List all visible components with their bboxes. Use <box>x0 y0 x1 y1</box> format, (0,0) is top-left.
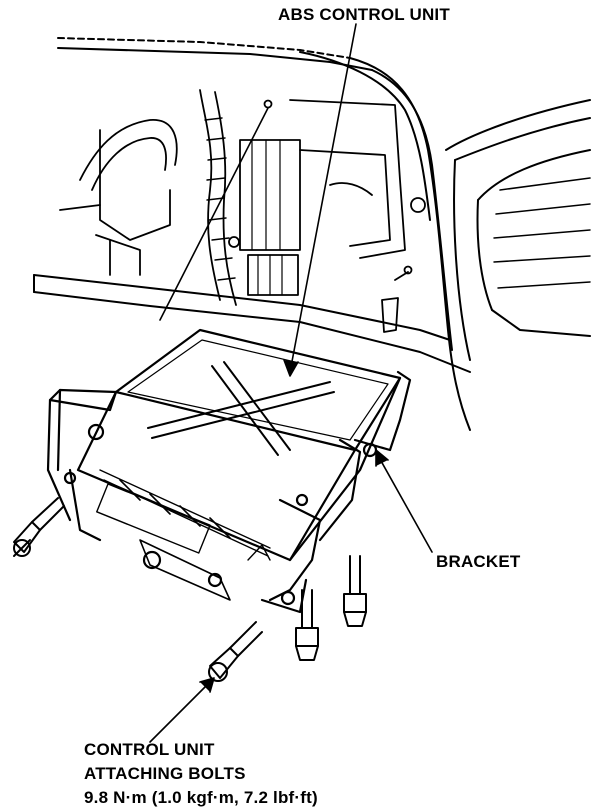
attaching-bolts <box>13 497 367 682</box>
bolt-bottom-left <box>208 621 263 682</box>
leader-bracket-arrowhead <box>375 449 389 467</box>
bolt-middle <box>295 589 319 661</box>
label-torque-spec: 9.8 N·m (1.0 kgf·m, 7.2 lbf·ft) <box>84 788 318 807</box>
bolt-right <box>343 555 367 627</box>
bolt-left <box>13 497 65 557</box>
label-bolts-line1: CONTROL UNIT <box>84 740 215 759</box>
leader-abs-arrowhead <box>283 359 299 377</box>
leader-abs-control-unit <box>289 23 357 373</box>
leader-bracket <box>375 451 433 553</box>
leader-lines <box>149 23 433 743</box>
leader-bolts-arrowhead <box>199 677 215 693</box>
abs-control-unit <box>46 328 412 614</box>
label-bracket: BRACKET <box>436 552 521 571</box>
leader-abs-secondary <box>159 107 269 321</box>
leader-bolts <box>149 679 213 743</box>
label-bolts-line2: ATTACHING BOLTS <box>84 764 246 783</box>
label-abs-control-unit: ABS CONTROL UNIT <box>278 5 450 24</box>
label-attaching-bolts: CONTROL UNIT ATTACHING BOLTS 9.8 N·m (1.… <box>84 738 318 810</box>
internal-components <box>59 89 426 333</box>
vehicle-body-outline <box>33 37 591 431</box>
